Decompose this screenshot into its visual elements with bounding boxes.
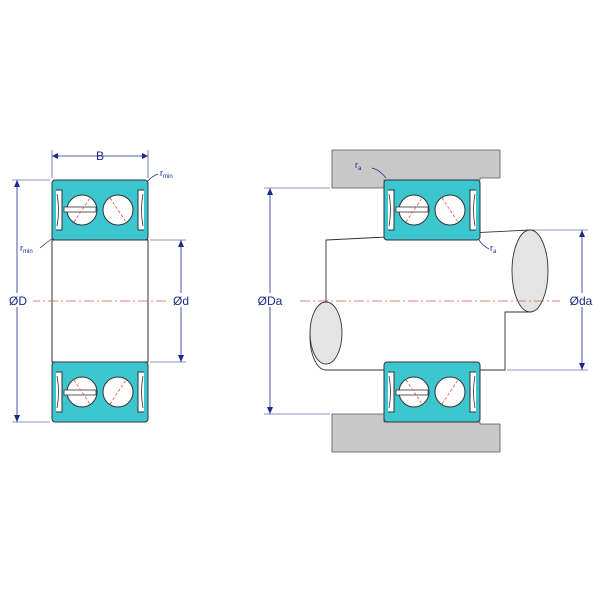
mounted-bearing-top (383, 179, 481, 241)
label-d: Ød (173, 294, 189, 308)
label-da: Øda (570, 294, 593, 308)
mounted-bearing-bottom (384, 362, 480, 422)
shaft-body (309, 229, 547, 371)
label-Da: ØDa (258, 294, 283, 308)
housing-bottom (331, 413, 501, 453)
label-b: B (96, 149, 104, 163)
label-od: ØD (9, 294, 27, 308)
left-bearing-view: B ØD Ød rmin rmin (3, 149, 196, 423)
label-ra-right: ra (490, 243, 497, 255)
bearing-section-top (51, 179, 149, 241)
label-ra-top: ra (355, 160, 362, 172)
housing-top (331, 149, 501, 189)
bearing-section-bottom (52, 362, 148, 422)
shaft-end-right (511, 229, 549, 313)
right-mounting-view: ØDa Øda ra ra (250, 149, 600, 453)
label-rmin-left: rmin (20, 243, 33, 255)
label-rmin-top: rmin (160, 168, 173, 180)
shaft-end-left (309, 301, 343, 365)
